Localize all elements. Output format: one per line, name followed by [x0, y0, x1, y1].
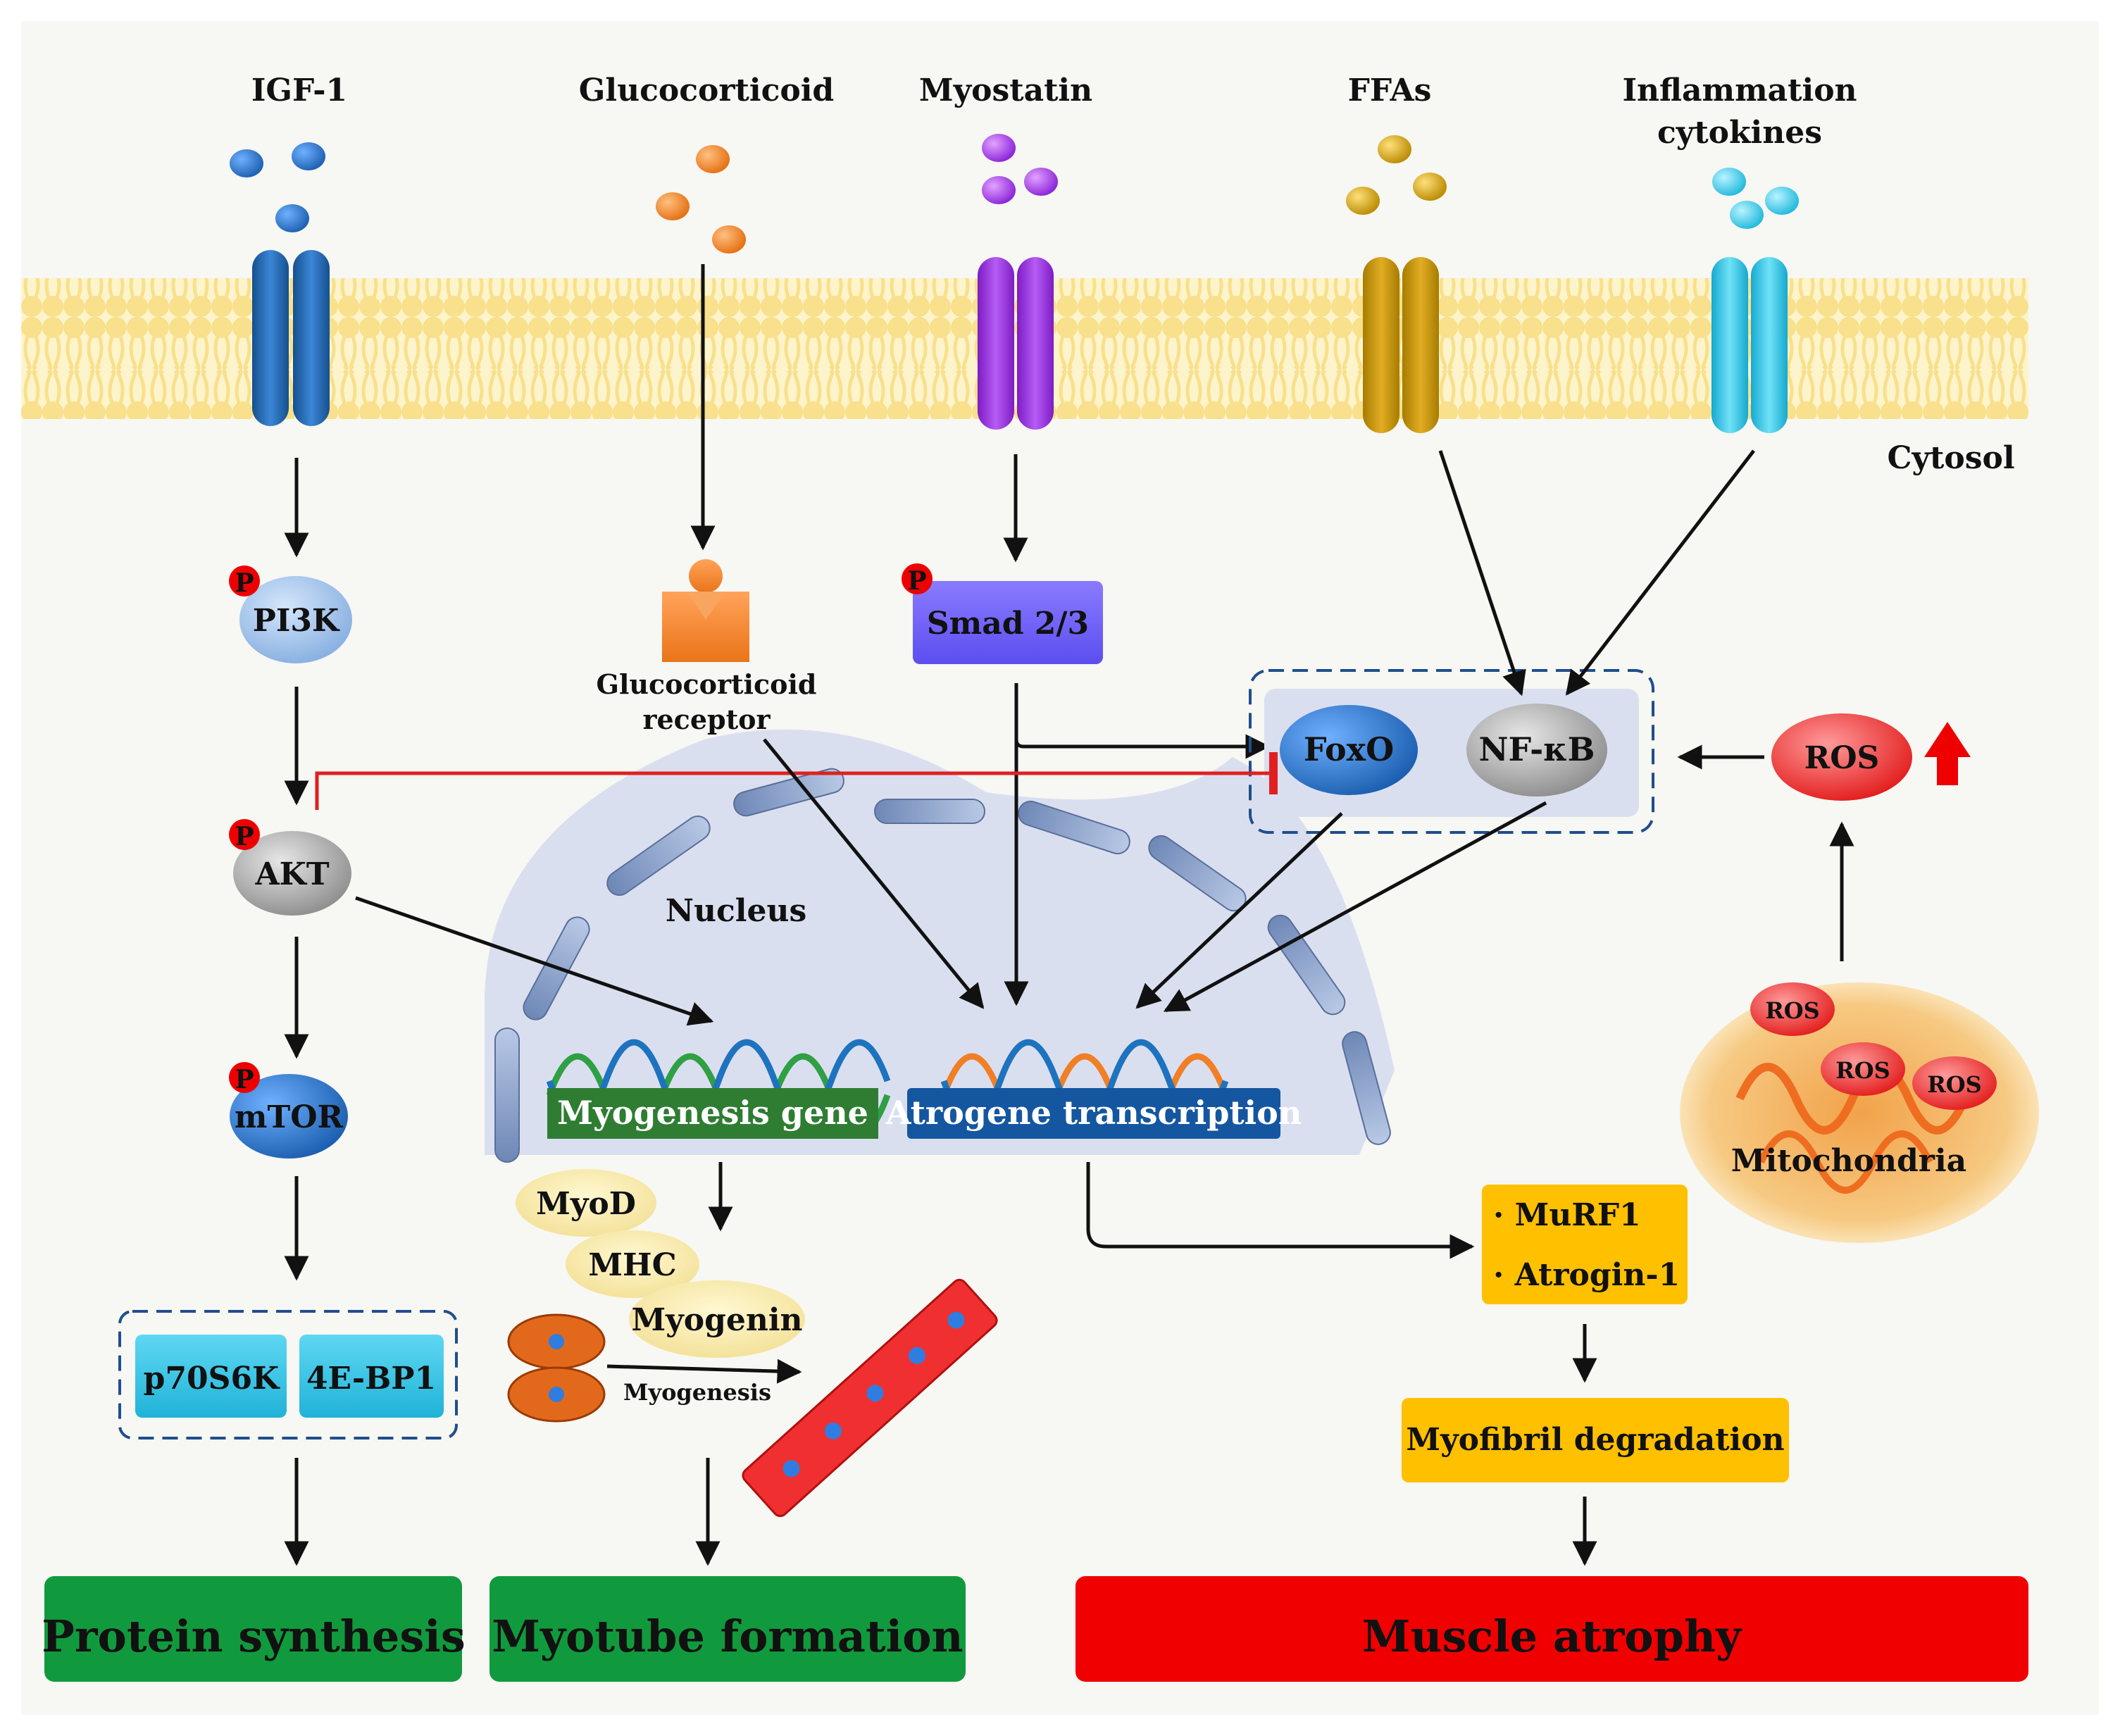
mitochondria-label: Mitochondria: [1731, 1143, 1966, 1179]
murf1-label: · MuRF1: [1493, 1197, 1641, 1233]
ros-small-1-label: ROS: [1765, 997, 1820, 1024]
myotube-formation-box: [490, 1576, 966, 1682]
myotube: [742, 1278, 998, 1518]
arrow-atrogene-murf1: [1086, 1162, 1475, 1259]
smad-phospho: [902, 563, 933, 594]
akt-node: [233, 831, 351, 916]
4ebp1-box: [299, 1335, 444, 1418]
myofibril-box: [1402, 1398, 1789, 1482]
cytokine-receptor: [1711, 257, 1788, 433]
myostatin-molecules: [982, 134, 1058, 204]
mtor-node: [230, 1074, 348, 1159]
ffa-molecules: [1346, 135, 1447, 215]
arrow-gr-atrogene: [763, 738, 985, 1009]
muscle-atrophy-box: [1075, 1576, 2028, 1682]
p70s6k-label: p70S6K: [144, 1361, 280, 1397]
nfkb-node: [1466, 704, 1607, 797]
glucocorticoid-receptor-label-2: receptor: [642, 704, 771, 735]
foxo-label: FoxO: [1304, 730, 1394, 768]
nucleus-label: Nucleus: [666, 893, 806, 929]
ligand-glucocorticoid-label: Glucocorticoid: [579, 73, 834, 108]
myod-label: MyoD: [536, 1186, 636, 1222]
myogenesis-gene-box: [547, 1088, 878, 1139]
pi3k-phospho-label: P: [235, 568, 254, 598]
ros-small-3-label: ROS: [1927, 1071, 1982, 1098]
glucocorticoid-receptor-shape: [662, 559, 749, 662]
glucocorticoid-molecules: [656, 145, 746, 254]
myostatin-receptor: [978, 257, 1054, 430]
mhc-node: [566, 1230, 699, 1298]
arrow-myogenesis: [606, 1359, 802, 1384]
myogenin-node: [629, 1280, 805, 1358]
myogenesis-label: Myogenesis: [623, 1379, 771, 1406]
atrogene-label: Atrogene transcription: [885, 1094, 1302, 1132]
pi3k-label: PI3K: [253, 603, 340, 639]
pi3k-phospho: [229, 566, 260, 597]
muscle-atrophy-label: Muscle atrophy: [1362, 1611, 1742, 1662]
smad-label: Smad 2/3: [927, 606, 1089, 642]
foxo-node: [1280, 705, 1418, 795]
nfkb-label: NF-κB: [1478, 730, 1595, 768]
ligand-igf1-label: IGF-1: [251, 73, 347, 108]
myogenin-label: Myogenin: [631, 1302, 802, 1338]
myotube-formation-label: Myotube formation: [492, 1611, 963, 1662]
inhibit-akt-foxo: [315, 752, 1278, 810]
smad-box: [913, 581, 1103, 664]
up-arrow-icon: [1924, 722, 1971, 785]
arrow-akt-myogenesis: [355, 896, 714, 1026]
igf1-molecules: [230, 142, 325, 232]
protein-synthesis-label: Protein synthesis: [42, 1611, 465, 1662]
ros-small-2: [1821, 1042, 1905, 1096]
protein-synthesis-box: [44, 1576, 462, 1682]
cytosol-label: Cytosol: [1887, 440, 2014, 476]
ros-small-2-label: ROS: [1835, 1057, 1890, 1084]
ffa-receptor: [1363, 257, 1439, 433]
akt-label: AKT: [254, 856, 329, 892]
myofibril-label: Myofibril degradation: [1406, 1422, 1784, 1458]
ros-small-1: [1750, 982, 1835, 1036]
p70s6k-box: [135, 1335, 287, 1418]
arrow-ffa-nfkb: [1438, 450, 1526, 697]
myogenesis-gene-label: Myogenesis gene: [557, 1094, 868, 1132]
ros-small-3: [1912, 1056, 1997, 1110]
akt-phospho-label: P: [235, 822, 254, 851]
ros-node: [1771, 713, 1912, 801]
ligand-inflammation-label: Inflammation: [1622, 73, 1857, 108]
mtor-targets-group: [118, 1310, 458, 1440]
cytokine-molecules: [1712, 168, 1799, 229]
ligand-ffas-label: FFAs: [1348, 73, 1432, 108]
ligand-myostatin-label: Myostatin: [919, 73, 1092, 108]
atrogenes-box: [1482, 1185, 1688, 1304]
ros-label: ROS: [1804, 740, 1880, 776]
glucocorticoid-receptor-label: Glucocorticoid: [597, 668, 817, 700]
4ebp1-label: 4E-BP1: [306, 1361, 436, 1397]
atrogin-label: · Atrogin-1: [1493, 1257, 1680, 1293]
mitochondrion: [1680, 982, 2039, 1243]
atrogene-box: [907, 1088, 1280, 1139]
mtor-label: mTOR: [235, 1099, 344, 1135]
pi3k-node: [239, 576, 352, 663]
akt-phospho: [229, 819, 260, 850]
arrow-nfkb-atrogene: [1163, 801, 1547, 1013]
arrow-cytokines-nfkb: [1565, 449, 1755, 696]
foxo-nfkb-group: [1249, 669, 1654, 834]
arrow-foxo-atrogene: [1135, 812, 1343, 1009]
smad-phospho-label: P: [907, 566, 926, 596]
ligand-cytokines-label: cytokines: [1657, 115, 1822, 151]
myoblast-cells: [507, 1313, 606, 1423]
myod-node: [516, 1169, 656, 1237]
mhc-label: MHC: [588, 1247, 676, 1283]
mtor-phospho: [229, 1062, 260, 1093]
igf1-receptor: [252, 250, 330, 426]
mtor-phospho-label: P: [235, 1065, 254, 1094]
